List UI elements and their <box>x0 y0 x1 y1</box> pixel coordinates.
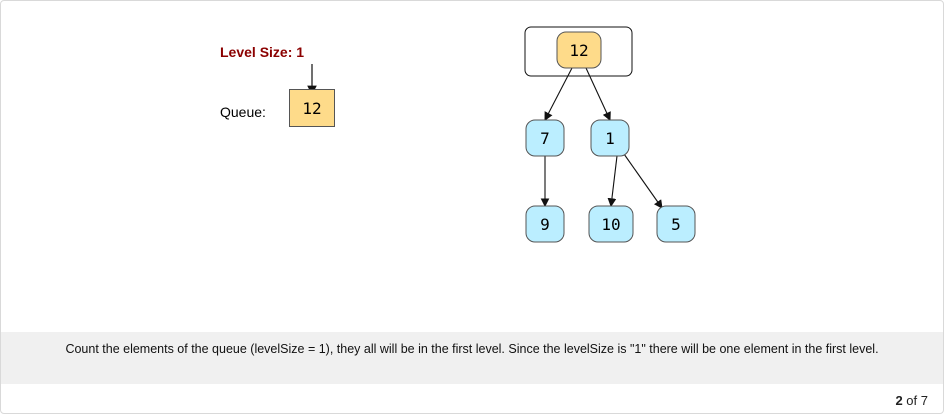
tree-node-box <box>525 119 565 157</box>
caption-text: Count the elements of the queue (levelSi… <box>65 342 879 356</box>
tree-node-box <box>656 205 696 243</box>
level-size-label: Level Size: 1 <box>220 44 305 60</box>
pager-total: 7 <box>920 393 928 408</box>
tree-edge-n12-n7 <box>544 67 573 121</box>
tree-edge-n1-n10 <box>607 155 618 208</box>
tree-node-label: 12 <box>569 41 588 60</box>
tree-node-label: 5 <box>671 215 681 234</box>
tree-nodes: 12 7 1 9 10 5 <box>525 31 696 243</box>
tree-node-box <box>556 31 602 69</box>
tree-node-label: 9 <box>540 215 550 234</box>
tree-node-box <box>588 205 634 243</box>
tree-edge-n1-n5 <box>623 153 663 209</box>
queue-cell: 12 <box>289 89 335 127</box>
tree-node-9: 9 <box>525 205 565 243</box>
tree-node-12: 12 <box>556 31 602 69</box>
queue-label: Queue: <box>220 104 266 120</box>
tree-node-label: 7 <box>540 129 550 148</box>
pager-separator: of <box>906 393 918 408</box>
tree-node-7: 7 <box>525 119 565 157</box>
tree-node-1: 1 <box>590 119 630 157</box>
tree-edges <box>540 67 663 209</box>
tree-node-box <box>525 205 565 243</box>
tree-node-5: 5 <box>656 205 696 243</box>
current-level-box <box>524 26 633 77</box>
tree-node-label: 10 <box>601 215 620 234</box>
tree-node-label: 1 <box>605 129 615 148</box>
pager-current: 2 <box>895 393 903 408</box>
tree-node-box <box>590 119 630 157</box>
caption-bar: Count the elements of the queue (levelSi… <box>1 332 943 384</box>
tree-edge-n12-n1 <box>585 67 611 121</box>
slide-pager: 2 of 7 <box>895 393 928 408</box>
tree-node-10: 10 <box>588 205 634 243</box>
